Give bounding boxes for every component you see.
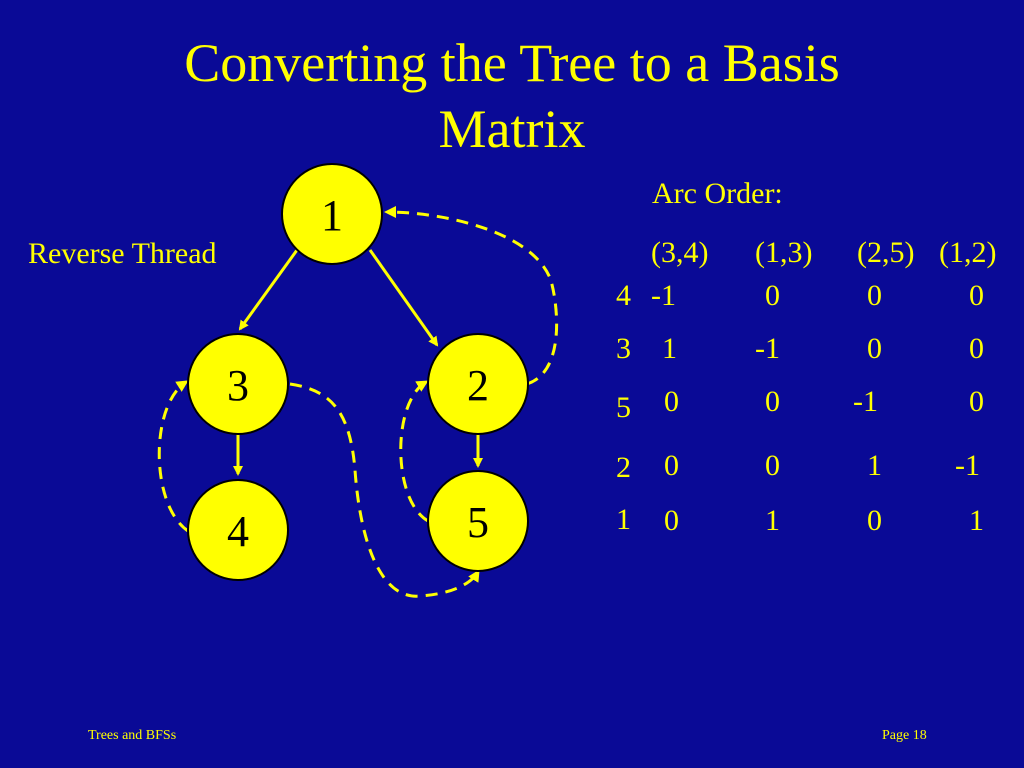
matrix-cell: -1 bbox=[955, 449, 980, 482]
thread-3-5 bbox=[289, 382, 480, 598]
node-4 bbox=[187, 479, 289, 581]
node-1-label: 1 bbox=[321, 191, 343, 240]
edge-1-2 bbox=[368, 249, 439, 347]
matrix-cell: 0 bbox=[969, 385, 984, 418]
node-2 bbox=[427, 333, 529, 435]
reverse-thread-label: Reverse Thread bbox=[28, 237, 217, 270]
title-line-1: Converting the Tree to a Basis bbox=[184, 33, 840, 93]
row-label: 2 bbox=[616, 451, 631, 484]
row-label: 5 bbox=[616, 391, 631, 424]
matrix-cell: 0 bbox=[867, 504, 882, 537]
thread-2-1 bbox=[384, 206, 559, 386]
thread-5-2 bbox=[399, 380, 429, 523]
node-4-label: 4 bbox=[227, 507, 249, 556]
footer-left: Trees and BFSs bbox=[88, 728, 177, 743]
matrix-cell: 0 bbox=[664, 385, 679, 418]
matrix-cell: 0 bbox=[664, 504, 679, 537]
node-3 bbox=[187, 333, 289, 435]
matrix-cell: 1 bbox=[969, 504, 984, 537]
footer-page-number: Page 18 bbox=[882, 728, 927, 743]
column-header: (2,5) bbox=[857, 236, 915, 269]
column-header: (1,3) bbox=[755, 236, 813, 269]
matrix-cell: 0 bbox=[765, 279, 780, 312]
matrix-cell: 0 bbox=[867, 332, 882, 365]
node-5-label: 5 bbox=[467, 498, 489, 547]
matrix-cell: 0 bbox=[765, 385, 780, 418]
matrix-cell: 0 bbox=[765, 449, 780, 482]
thread-4-3 bbox=[157, 380, 189, 533]
row-label: 3 bbox=[616, 332, 631, 365]
matrix-cell: 1 bbox=[867, 449, 882, 482]
matrix-cell: -1 bbox=[651, 279, 676, 312]
title-line-2: Matrix bbox=[438, 99, 586, 159]
slide-title: Converting the Tree to a Basis Matrix bbox=[0, 30, 1024, 162]
node-1 bbox=[281, 163, 383, 265]
node-3-label: 3 bbox=[227, 361, 249, 410]
matrix-cell: 0 bbox=[664, 449, 679, 482]
node-2-label: 2 bbox=[467, 361, 489, 410]
matrix-cell: 0 bbox=[969, 332, 984, 365]
matrix-cell: -1 bbox=[755, 332, 780, 365]
row-label: 4 bbox=[616, 279, 631, 312]
matrix-cell: 1 bbox=[662, 332, 677, 365]
column-header: (1,2) bbox=[939, 236, 997, 269]
matrix-cell: 0 bbox=[867, 279, 882, 312]
node-5 bbox=[427, 470, 529, 572]
column-header: (3,4) bbox=[651, 236, 709, 269]
matrix-cell: 0 bbox=[969, 279, 984, 312]
matrix-cell: 1 bbox=[765, 504, 780, 537]
matrix-cell: -1 bbox=[853, 385, 878, 418]
row-label: 1 bbox=[616, 503, 631, 536]
edge-1-3 bbox=[238, 249, 299, 331]
arc-order-label: Arc Order: bbox=[652, 177, 783, 210]
